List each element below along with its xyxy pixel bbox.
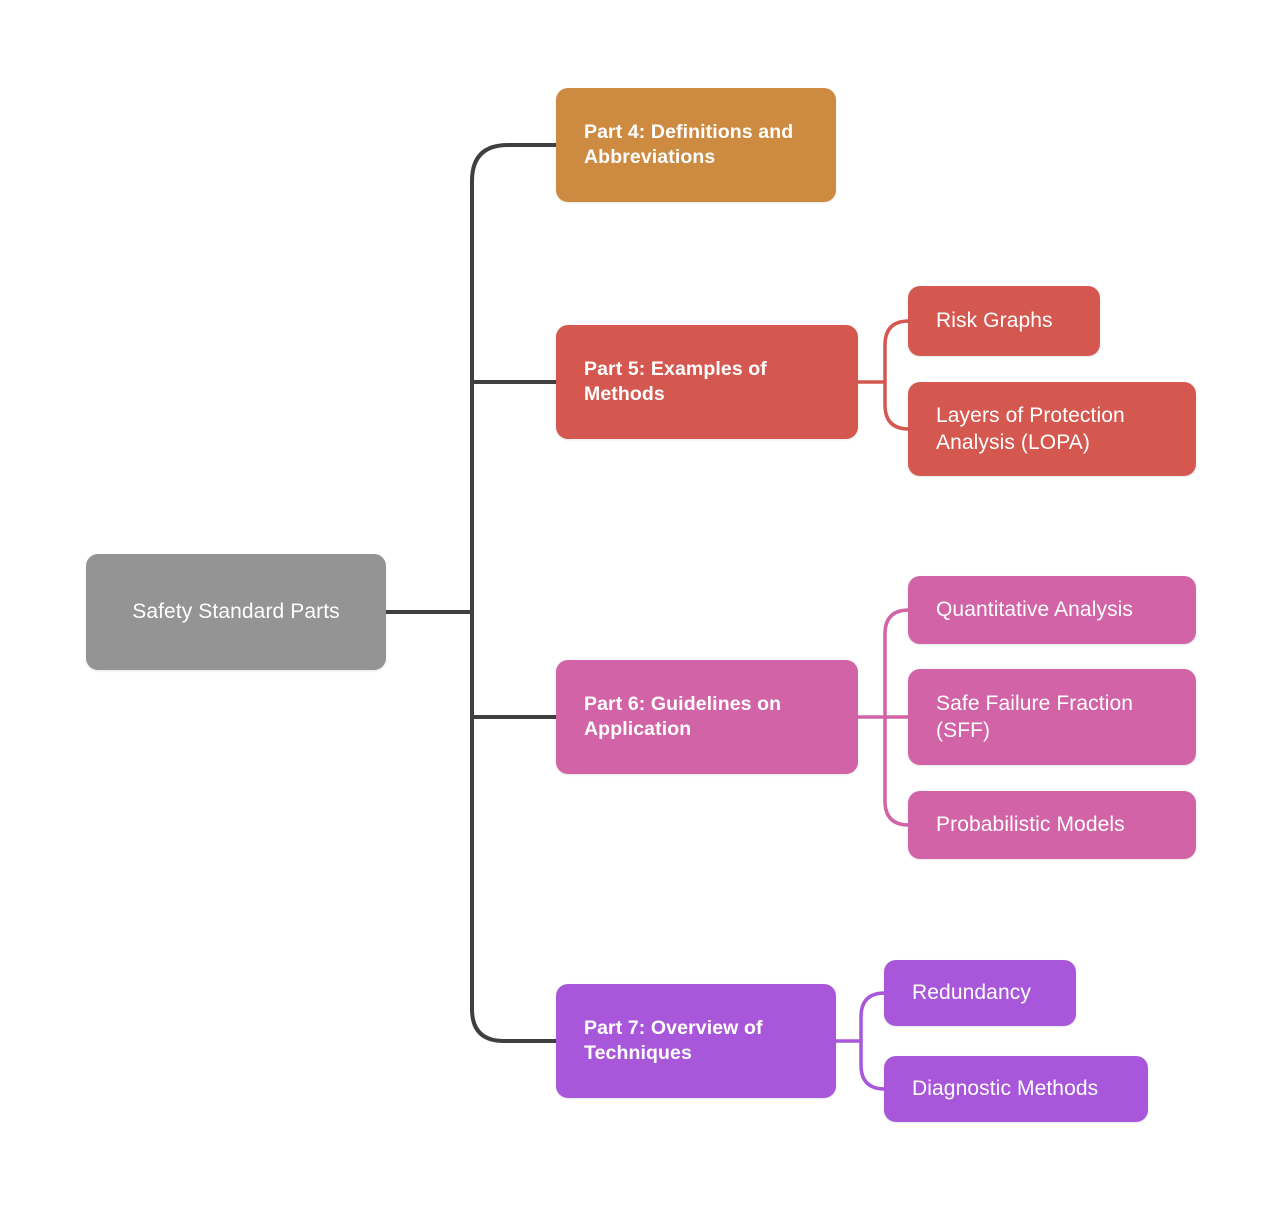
node-leaf-safe-failure-fraction[interactable]: Safe Failure Fraction (SFF) <box>908 669 1196 765</box>
node-leaf-probabilistic-models-label: Probabilistic Models <box>936 813 1125 837</box>
node-branch-part4-label: Part 4: Definitions and Abbreviations <box>584 120 794 168</box>
node-branch-part6-label: Part 6: Guidelines on Application <box>584 692 782 740</box>
node-leaf-safe-failure-fraction-label: Safe Failure Fraction (SFF) <box>936 691 1134 742</box>
node-branch-part4[interactable]: Part 4: Definitions and Abbreviations <box>556 88 836 202</box>
node-leaf-risk-graphs[interactable]: Risk Graphs <box>908 286 1100 356</box>
node-leaf-redundancy-label: Redundancy <box>912 981 1031 1005</box>
node-leaf-risk-graphs-label: Risk Graphs <box>936 309 1053 333</box>
node-leaf-lopa[interactable]: Layers of Protection Analysis (LOPA) <box>908 382 1196 476</box>
node-branch-part6[interactable]: Part 6: Guidelines on Application <box>556 660 858 774</box>
node-leaf-probabilistic-models[interactable]: Probabilistic Models <box>908 791 1196 859</box>
connector-part7-to-redundancy <box>859 991 886 1041</box>
connector-part6-to-probabilistic-models <box>883 717 910 827</box>
node-leaf-diagnostic-methods-label: Diagnostic Methods <box>912 1077 1099 1101</box>
node-leaf-quantitative-analysis[interactable]: Quantitative Analysis <box>908 576 1196 644</box>
connector-part7-to-diagnostic-methods <box>859 1041 886 1091</box>
node-branch-part7[interactable]: Part 7: Overview of Techniques <box>556 984 836 1098</box>
connector-part6-to-quantitative-analysis <box>883 608 910 717</box>
node-leaf-lopa-label: Layers of Protection Analysis (LOPA) <box>936 403 1125 454</box>
node-root-label: Safety Standard Parts <box>132 600 340 624</box>
node-branch-part7-label: Part 7: Overview of Techniques <box>584 1016 763 1064</box>
node-branch-part5[interactable]: Part 5: Examples of Methods <box>556 325 858 439</box>
connector-part5-to-risk-graphs <box>883 319 910 382</box>
node-branch-part5-label: Part 5: Examples of Methods <box>584 357 767 405</box>
node-leaf-quantitative-analysis-label: Quantitative Analysis <box>936 598 1134 622</box>
node-root[interactable]: Safety Standard Parts <box>86 554 386 670</box>
node-leaf-diagnostic-methods[interactable]: Diagnostic Methods <box>884 1056 1148 1122</box>
connector-part5-to-lopa <box>883 382 910 431</box>
connector-trunk <box>470 143 556 1043</box>
node-leaf-redundancy[interactable]: Redundancy <box>884 960 1076 1026</box>
